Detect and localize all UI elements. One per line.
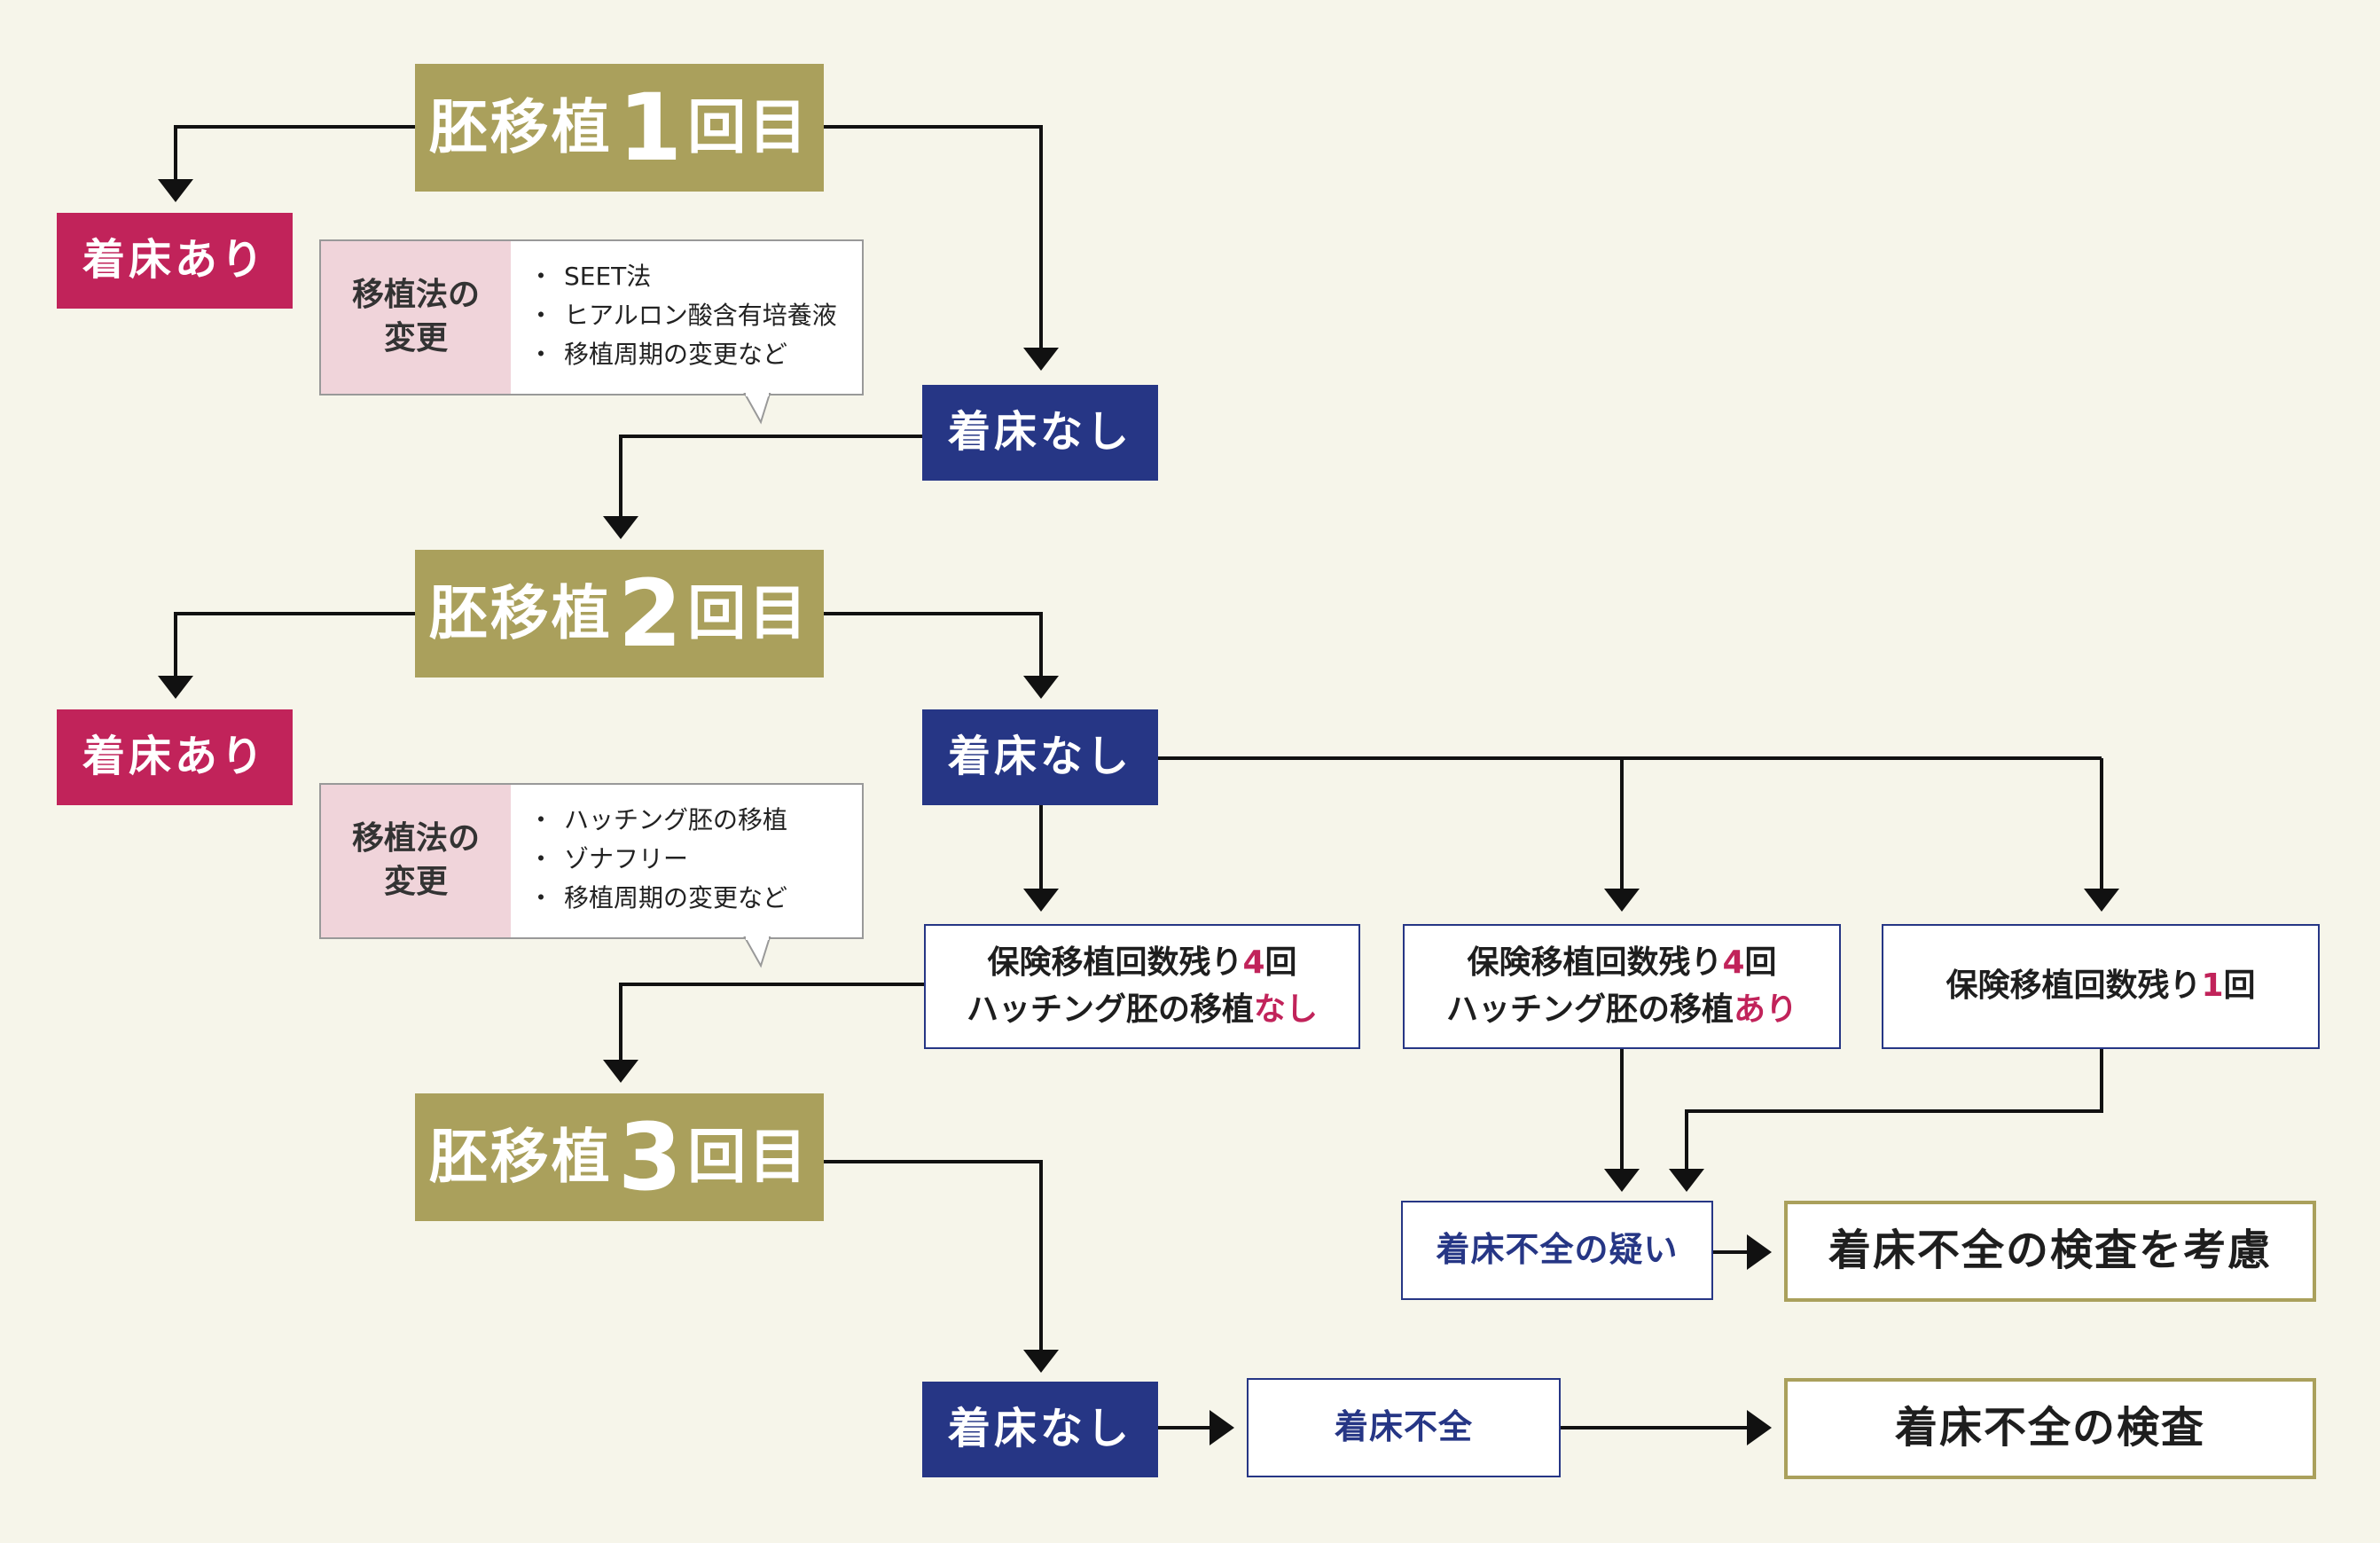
transfer-3-suffix: 回目	[687, 1123, 810, 1192]
branch-b-line2: ハッチング胚の移植あり	[1445, 991, 1798, 1028]
arrowhead	[1604, 1169, 1640, 1192]
failure-test-box: 着床不全の検査	[1784, 1378, 2316, 1479]
branch-b-line1: 保険移植回数残り4回	[1467, 944, 1777, 982]
branch-c-box: 保険移植回数残り1回	[1882, 924, 2320, 1049]
callout-method-change-2: 移植法の 変更 ・ハッチング胚の移植 ・ゾナフリー ・移植周期の変更など	[319, 783, 864, 939]
list-item: ・ゾナフリー	[528, 844, 689, 873]
transfer-3-box: 胚移植 3 回目	[415, 1093, 824, 1221]
branch-a-line1: 保険移植回数残り4回	[987, 944, 1297, 982]
arrowhead	[603, 516, 638, 539]
arrowhead	[1747, 1234, 1772, 1270]
implant-no-3: 着床なし	[922, 1382, 1158, 1477]
transfer-1-box: 胚移植 1 回目	[415, 64, 824, 192]
arrowhead	[2084, 889, 2119, 912]
arrowhead	[1747, 1410, 1772, 1445]
callout-1-tail	[743, 393, 771, 425]
arrow-t2-to-no	[824, 612, 1043, 676]
arrowhead	[1669, 1169, 1704, 1192]
list-item: ・SEET法	[528, 262, 652, 291]
arrow-a-to-t3	[619, 983, 924, 1060]
arrowhead	[158, 179, 193, 202]
branch-b-box: 保険移植回数残り4回 ハッチング胚の移植あり	[1403, 924, 1841, 1049]
arrow-t3-to-no	[824, 1160, 1043, 1350]
branch-a-box: 保険移植回数残り4回 ハッチング胚の移植なし	[924, 924, 1360, 1049]
arrow-no1-to-t2	[619, 435, 922, 516]
arrow-t1-to-no	[824, 125, 1043, 348]
callout-2-tail	[743, 936, 771, 968]
list-item: ・移植周期の変更など	[528, 883, 788, 912]
callout-method-change-1: 移植法の 変更 ・SEET法 ・ヒアルロン酸含有培養液 ・移植周期の変更など	[319, 239, 864, 396]
arrow-c-to-suspect	[1685, 1049, 2103, 1169]
arrowhead	[1023, 889, 1059, 912]
arrowhead	[1023, 348, 1059, 371]
callout-1-label: 移植法の 変更	[321, 241, 511, 394]
transfer-2-box: 胚移植 2 回目	[415, 550, 824, 678]
arrow-t1-to-yes	[174, 125, 415, 179]
list-item: ・ハッチング胚の移植	[528, 805, 788, 834]
suspected-failure-box: 着床不全の疑い	[1401, 1201, 1713, 1300]
arrowhead	[1604, 889, 1640, 912]
arrow-t2-to-yes	[174, 612, 415, 676]
transfer-2-suffix: 回目	[687, 579, 810, 648]
implant-yes-2: 着床あり	[57, 709, 293, 805]
branch-c-line1: 保険移植回数残り1回	[1945, 967, 2256, 1005]
callout-1-list: ・SEET法 ・ヒアルロン酸含有培養液 ・移植周期の変更など	[511, 241, 837, 394]
transfer-1-suffix: 回目	[687, 93, 810, 162]
transfer-1-prefix: 胚移植	[428, 93, 613, 162]
arrowhead	[1023, 676, 1059, 699]
consider-test-box: 着床不全の検査を考慮	[1784, 1201, 2316, 1302]
callout-2-list: ・ハッチング胚の移植 ・ゾナフリー ・移植周期の変更など	[511, 785, 787, 937]
transfer-1-number: 1	[617, 74, 683, 182]
arrowhead	[1023, 1350, 1059, 1373]
transfer-2-number: 2	[617, 560, 683, 668]
list-item: ・移植周期の変更など	[528, 340, 788, 369]
transfer-2-prefix: 胚移植	[428, 579, 613, 648]
callout-2-label: 移植法の 変更	[321, 785, 511, 937]
implant-failure-box: 着床不全	[1247, 1378, 1561, 1477]
branch-a-line2: ハッチング胚の移植なし	[966, 991, 1319, 1028]
transfer-3-prefix: 胚移植	[428, 1123, 613, 1192]
implant-no-1: 着床なし	[922, 385, 1158, 481]
list-item: ・ヒアルロン酸含有培養液	[528, 301, 837, 330]
implant-yes-1: 着床あり	[57, 213, 293, 309]
arrowhead	[603, 1060, 638, 1083]
transfer-3-number: 3	[617, 1103, 683, 1211]
implant-no-2: 着床なし	[922, 709, 1158, 805]
arrowhead	[1210, 1410, 1234, 1445]
arrowhead	[158, 676, 193, 699]
